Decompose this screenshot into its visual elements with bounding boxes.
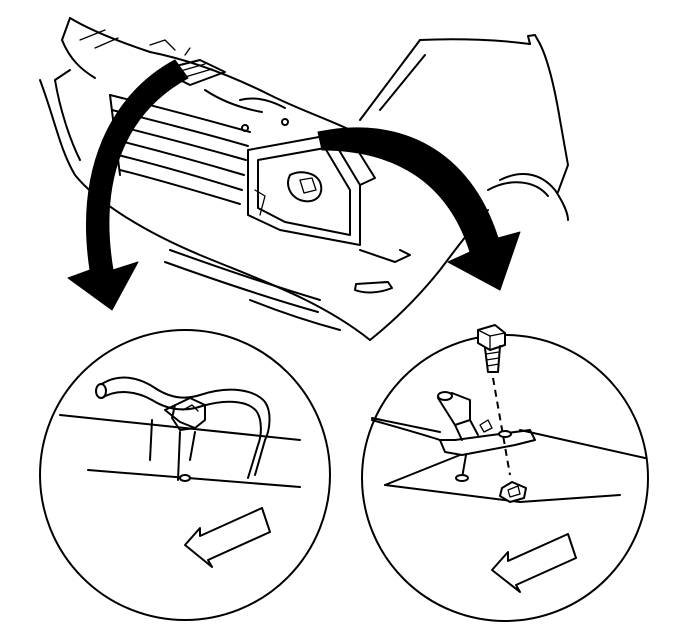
- bolt: [477, 324, 506, 373]
- detail-view-bracket-mount: [39, 329, 331, 621]
- clip-nut: [499, 481, 527, 503]
- radiator-support: [149, 39, 351, 132]
- front-direction-arrow-left: [184, 507, 271, 568]
- right-callout-arrow: [317, 127, 521, 291]
- left-callout-arrow: [67, 59, 189, 311]
- bumper-fascia: [39, 79, 489, 341]
- vehicle-front-end: [39, 17, 569, 341]
- left-fender-edge: [54, 17, 151, 161]
- detail-view-bolt-mount: [361, 324, 649, 622]
- front-direction-arrow-right: [491, 533, 577, 593]
- grille: [109, 94, 251, 205]
- right-fender: [359, 34, 569, 221]
